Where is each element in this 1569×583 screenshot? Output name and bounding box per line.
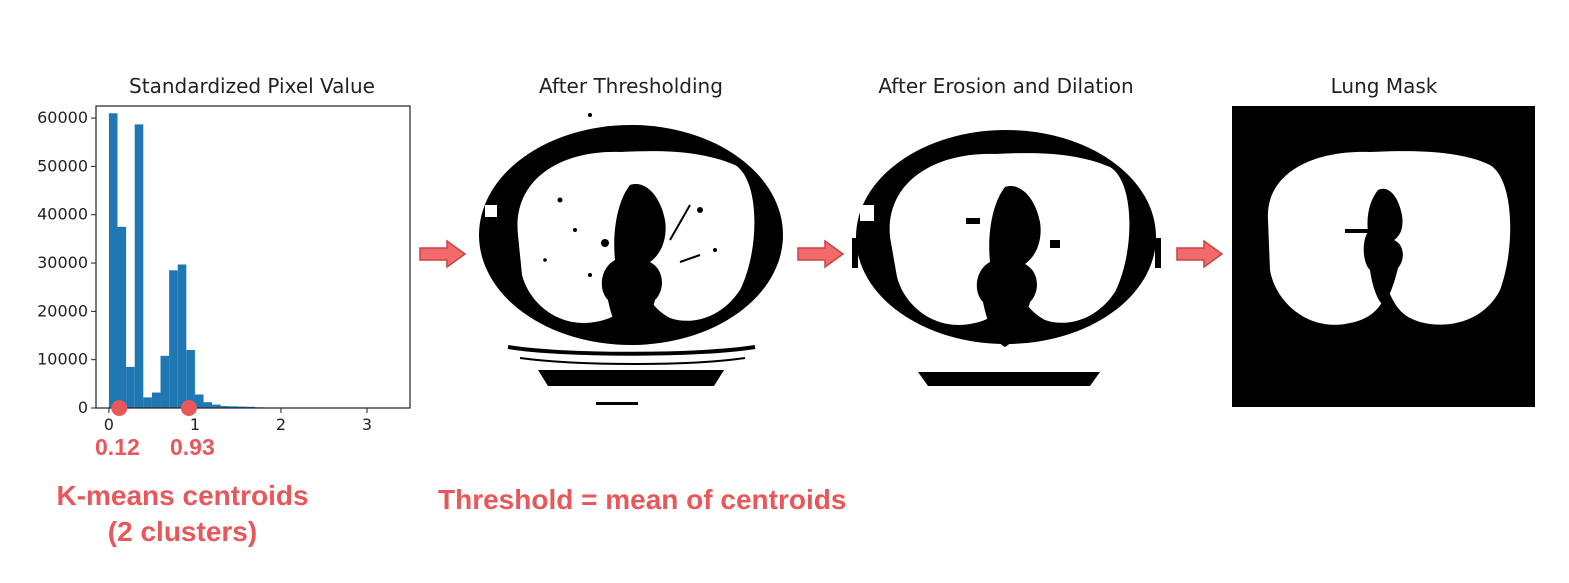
y-tick-label: 60000 — [37, 108, 88, 127]
histogram-bar — [143, 397, 152, 408]
thresholding-title: After Thresholding — [539, 74, 723, 98]
histogram-bar — [117, 226, 127, 408]
histogram-bar — [151, 392, 161, 408]
y-tick-label: 50000 — [37, 156, 88, 175]
histogram-bar — [237, 406, 247, 408]
mask-title: Lung Mask — [1330, 74, 1438, 98]
y-tick-label: 40000 — [37, 205, 88, 224]
histogram-bar — [212, 404, 221, 408]
histogram-frame — [95, 105, 411, 409]
centroid-marker — [111, 400, 128, 416]
histogram-bar — [203, 402, 213, 408]
arrow-2 — [797, 239, 845, 269]
morphology-ct-image — [852, 130, 1161, 386]
histogram-bar — [108, 113, 118, 408]
centroid-marker — [180, 400, 197, 416]
histogram-title: Standardized Pixel Value — [129, 74, 375, 98]
histogram-bar — [126, 366, 135, 408]
centroid-markers — [111, 400, 197, 416]
histogram-bar — [229, 406, 238, 408]
arrow-3 — [1176, 239, 1224, 269]
centroids-caption-line2: (2 clusters) — [107, 516, 258, 547]
centroid-1-label: 0.12 — [95, 434, 140, 460]
histogram-bar — [186, 350, 195, 408]
histogram-chart: 0 10000 20000 30000 40000 50000 60000 0 1 2 3 — [37, 105, 411, 434]
histogram-bar — [177, 264, 187, 408]
y-tick-label: 20000 — [37, 301, 88, 320]
threshold-caption: Threshold = mean of centroids — [438, 484, 847, 515]
y-tick-label: 10000 — [37, 350, 88, 369]
centroid-2-label: 0.93 — [170, 434, 215, 460]
thresholded-ct-image — [479, 113, 783, 405]
y-tick-label: 0 — [78, 398, 88, 417]
histogram-bar — [220, 406, 230, 408]
x-tick-label: 0 — [104, 415, 114, 434]
histogram-bar — [160, 355, 170, 408]
y-tick-label: 30000 — [37, 253, 88, 272]
histogram-bars — [108, 113, 273, 408]
histogram-bar — [194, 394, 204, 408]
y-axis-ticks: 0 10000 20000 30000 40000 50000 60000 — [37, 108, 96, 417]
histogram-bar — [169, 270, 178, 408]
centroids-caption-line1: K-means centroids — [56, 480, 309, 511]
arrow-1 — [419, 239, 467, 269]
morphology-title: After Erosion and Dilation — [878, 74, 1134, 98]
lung-mask-image — [1232, 106, 1535, 407]
histogram-bar — [246, 406, 256, 408]
x-tick-label: 1 — [190, 415, 200, 434]
x-axis-ticks: 0 1 2 3 — [104, 408, 372, 434]
histogram-bar — [134, 124, 144, 408]
x-tick-label: 2 — [276, 415, 286, 434]
x-tick-label: 3 — [362, 415, 372, 434]
